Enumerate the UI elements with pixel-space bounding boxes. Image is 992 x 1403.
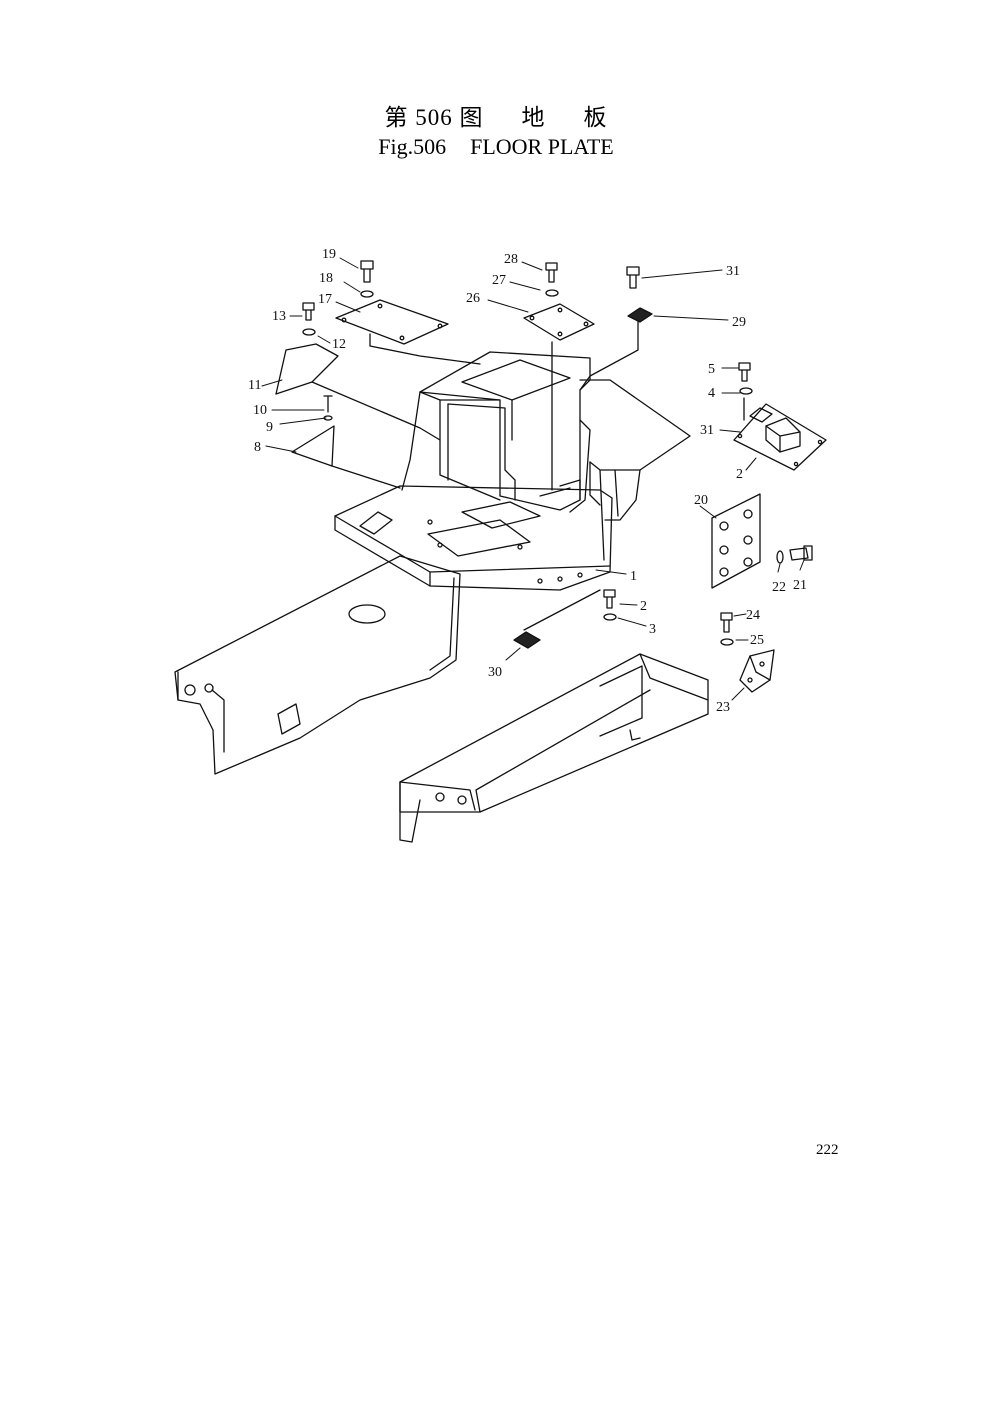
callout-25: 25 [750, 633, 764, 648]
title-cn-char-1: 地 [521, 105, 546, 130]
callout-4: 4 [708, 386, 715, 401]
callout-2-2: 2 [640, 599, 647, 614]
callout-23: 23 [716, 700, 730, 715]
callout-19: 19 [322, 247, 336, 262]
bolt-19 [360, 260, 374, 283]
washer-25 [720, 638, 734, 646]
callout-2: 2 [736, 467, 743, 482]
clip-29 [579, 307, 653, 391]
callout-12: 12 [332, 337, 346, 352]
callout-10: 10 [253, 403, 267, 418]
bracket-11 [275, 343, 441, 441]
callout-28: 28 [504, 252, 518, 267]
callout-31: 31 [726, 264, 740, 279]
callout-1: 1 [630, 569, 637, 584]
bolt-24 [720, 612, 733, 633]
pad-30 [513, 589, 601, 649]
callout-20: 20 [694, 493, 708, 508]
callout-5: 5 [708, 362, 715, 377]
bracket-23 [739, 649, 775, 693]
callout-30: 30 [488, 665, 502, 680]
callout-21: 21 [793, 578, 807, 593]
callout-3: 3 [649, 622, 656, 637]
gusset-8 [291, 425, 401, 489]
callout-27: 27 [492, 273, 506, 288]
callout-18: 18 [319, 271, 333, 286]
callout-26: 26 [466, 291, 480, 306]
callout-22: 22 [772, 580, 786, 595]
page-number: 222 [816, 1142, 839, 1158]
leader-lines [261, 257, 805, 701]
bolt-2-lower [603, 589, 616, 609]
fender-left [174, 555, 461, 775]
figure-title-english: Fig.506 FLOOR PLATE [0, 134, 992, 160]
bolt-13 [302, 302, 315, 321]
floor-plate-main [334, 485, 613, 591]
title-cn-char-2: 板 [583, 105, 608, 130]
washer-22 [776, 550, 784, 564]
mount-plate-2 [733, 397, 827, 471]
fender-right [399, 653, 709, 843]
washer-3 [603, 613, 617, 621]
figure-number-cn: 第 506 图 [384, 105, 484, 130]
bolt-31 [626, 266, 640, 289]
washer-18 [360, 290, 374, 298]
cover-plate-26 [523, 303, 595, 491]
washer-12 [302, 328, 316, 336]
bolt-21 [789, 545, 813, 561]
bolt-28 [545, 262, 558, 283]
callout-9: 9 [266, 420, 273, 435]
bolt-5 [738, 362, 751, 382]
cover-plate-17 [335, 299, 481, 365]
console-base [401, 351, 591, 513]
figure-title-chinese: 第 506 图 地 板 [0, 98, 992, 132]
washer-4 [739, 387, 753, 395]
callout-24: 24 [746, 608, 760, 623]
callout-17: 17 [318, 292, 332, 307]
washer-27 [545, 289, 559, 297]
callout-31-2: 31 [700, 423, 714, 438]
bolt-10 [323, 395, 333, 413]
callout-labels: 1223458910111213171819202122232425262728… [248, 247, 807, 715]
callout-13: 13 [272, 309, 286, 324]
figure-name-en: FLOOR PLATE [470, 134, 614, 159]
plate-20 [711, 493, 761, 589]
side-deck-right [579, 379, 691, 561]
callout-11: 11 [248, 378, 261, 393]
figure-number-en: Fig.506 [378, 134, 447, 159]
callout-8: 8 [254, 440, 261, 455]
callout-29: 29 [732, 315, 746, 330]
